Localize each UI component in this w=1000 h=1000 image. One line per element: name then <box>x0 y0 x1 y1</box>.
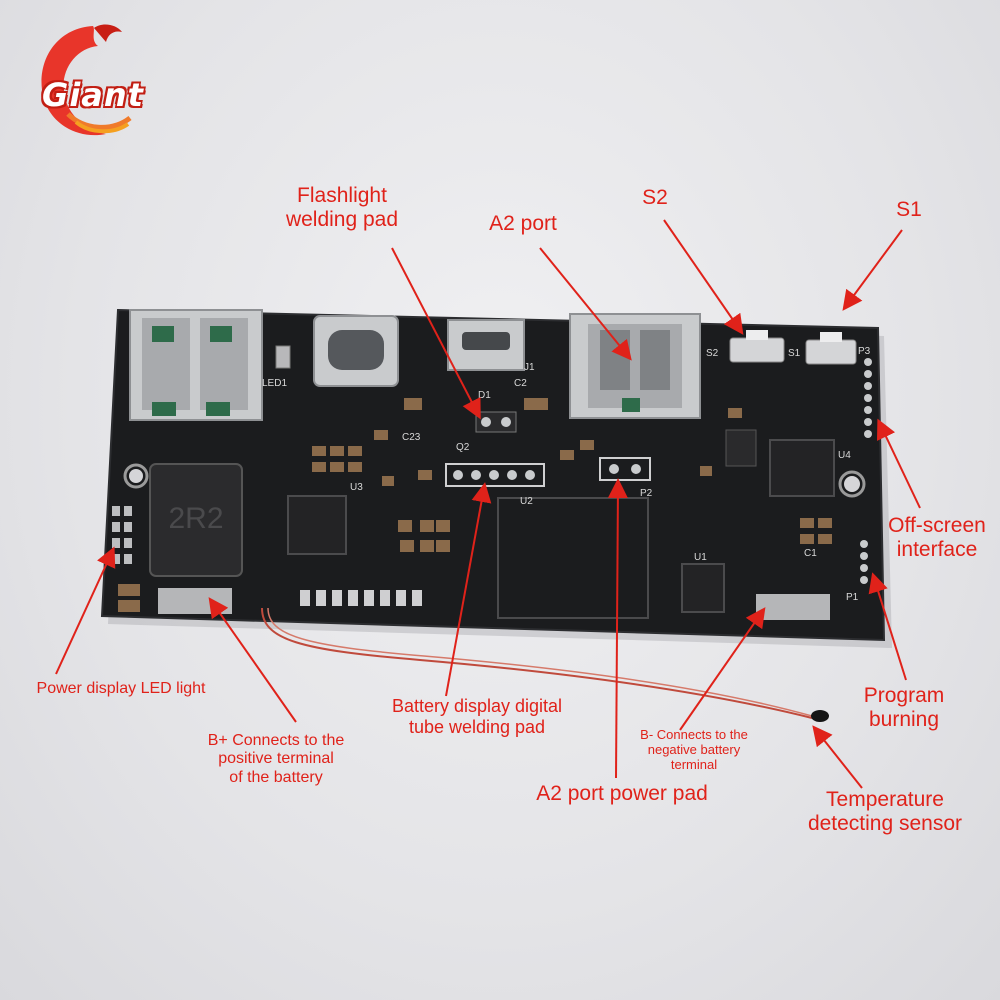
usb-a-port-left <box>129 309 263 421</box>
temperature-sensor-bead <box>811 710 829 722</box>
d1-label: D1 <box>478 390 491 401</box>
c1-label: C1 <box>804 548 817 559</box>
mounting-hole-left <box>123 463 149 489</box>
b-plus-pad <box>158 588 232 614</box>
u1-label: U1 <box>694 552 707 563</box>
program-header <box>860 540 868 584</box>
micro-usb-port <box>447 319 525 371</box>
p2-label: P2 <box>640 488 653 499</box>
c2-label: C2 <box>514 378 527 389</box>
label-a2-power: A2 port power pad <box>536 782 708 805</box>
off-screen-header <box>864 358 872 438</box>
u4-label: U4 <box>838 450 851 461</box>
label-a2-port: A2 port <box>489 212 557 235</box>
label-power-led: Power display LED light <box>36 680 206 697</box>
p1-label: P1 <box>846 592 859 603</box>
u2-outline <box>497 497 649 619</box>
j1-label: J1 <box>524 362 535 373</box>
chip-u1 <box>681 563 725 613</box>
switch-s1 <box>805 332 857 365</box>
usb-a-port-a2 <box>569 313 701 419</box>
u2-label: U2 <box>520 496 533 507</box>
power-led-pads <box>112 506 132 564</box>
brand-logo: Giant <box>28 18 158 148</box>
switch-s2 <box>729 330 785 363</box>
u3-label: U3 <box>350 482 363 493</box>
logo-text: Giant <box>42 76 144 114</box>
s2-silk: S2 <box>706 348 719 359</box>
logo-swirl-icon <box>41 24 132 136</box>
inductor-label: 2R2 <box>168 502 223 535</box>
smd-components <box>118 398 832 612</box>
s1-silk: S1 <box>788 348 801 359</box>
usb-c-port <box>313 315 399 387</box>
led1 <box>275 345 291 369</box>
p3-label: P3 <box>858 346 871 357</box>
label-s2: S2 <box>642 186 668 209</box>
inductor-2r2: 2R2 <box>149 463 243 577</box>
mounting-hole-right <box>838 470 866 498</box>
label-s1: S1 <box>896 198 922 221</box>
b-minus-pad <box>756 594 830 620</box>
led1-label: LED1 <box>262 378 287 389</box>
battery-display-pad <box>445 463 545 487</box>
c23-label: C23 <box>402 432 421 443</box>
flashlight-pad <box>475 411 517 433</box>
chip-u4 <box>769 439 835 497</box>
q2-label: Q2 <box>456 442 470 453</box>
chip-u3 <box>287 495 347 555</box>
